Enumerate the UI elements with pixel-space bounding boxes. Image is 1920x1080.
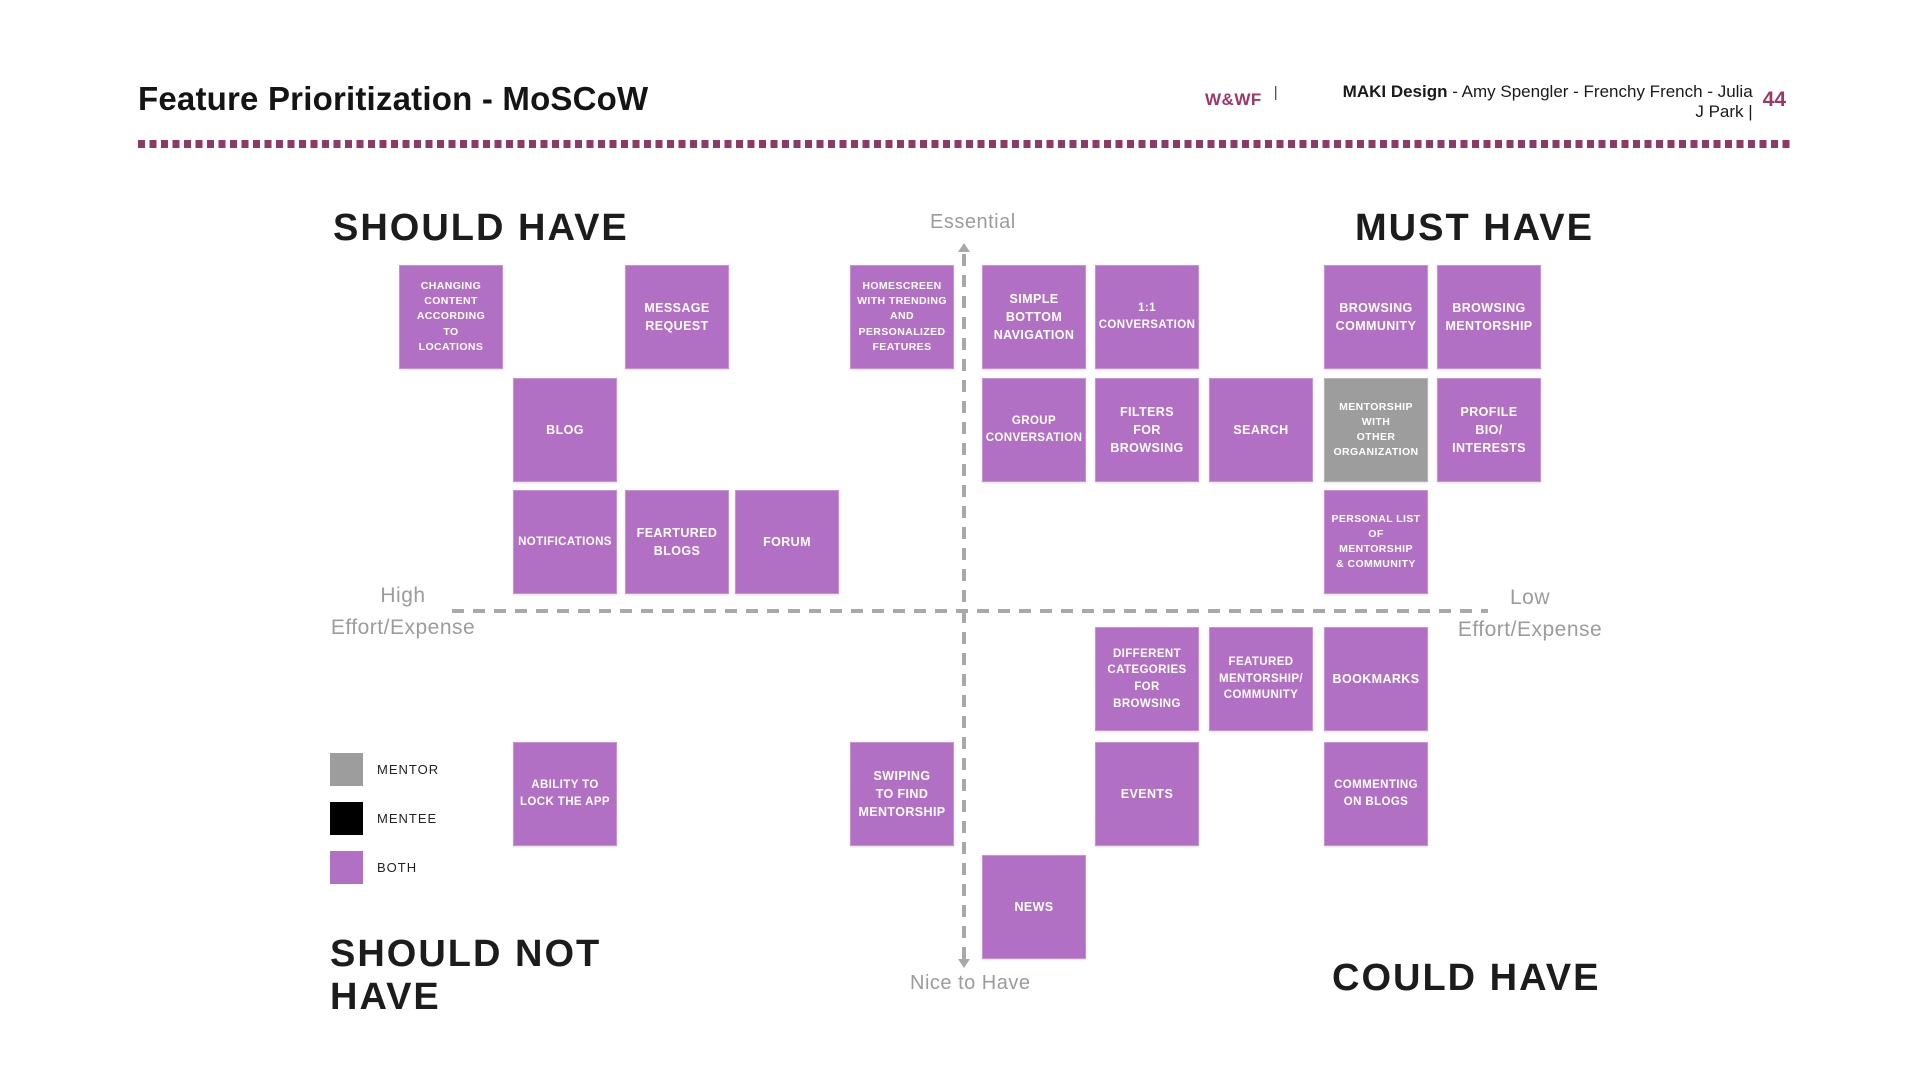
legend-swatch-mentor — [330, 753, 363, 786]
horizontal-dashed-axis — [452, 609, 1488, 613]
feature-message-request: MESSAGE REQUEST — [625, 265, 729, 369]
feature-homescreen-with-trending-and-personalized-features: HOMESCREEN WITH TRENDING AND PERSONALIZE… — [850, 265, 954, 369]
feature-events: EVENTS — [1095, 742, 1199, 846]
feature-swiping-to-find-mentorship: SWIPING TO FIND MENTORSHIP — [850, 742, 954, 846]
feature-browsing-community: BROWSING COMMUNITY — [1324, 265, 1428, 369]
team-members-line2: J Park | — [1695, 102, 1753, 121]
axis-label-essential: Essential — [930, 211, 1016, 233]
axis-arrow-up-icon — [958, 243, 970, 252]
feature-simple-bottom-navigation: SIMPLE BOTTOM NAVIGATION — [982, 265, 1086, 369]
legend-item-both: BOTH — [330, 851, 439, 884]
quadrant-label-must-have: MUST HAVE — [1355, 207, 1594, 249]
dotted-separator — [138, 140, 1790, 148]
vertical-dashed-axis — [962, 254, 966, 960]
legend-item-mentor: MENTOR — [330, 753, 439, 786]
quadrant-label-could-have: COULD HAVE — [1332, 957, 1601, 999]
feature-different-categories-for-browsing: DIFFERENT CATEGORIES FOR BROWSING — [1095, 627, 1199, 731]
feature-changing-content-according-to-locations: CHANGING CONTENT ACCORDING TO LOCATIONS — [399, 265, 503, 369]
feature-featured-mentorship-community: FEATURED MENTORSHIP/ COMMUNITY — [1209, 627, 1313, 731]
axis-label-low-effort: Low Effort/Expense — [1457, 586, 1603, 641]
feature-mentorship-with-other-organization: MENTORSHIP WITH OTHER ORGANIZATION — [1324, 378, 1428, 482]
feature-browsing-mentorship: BROWSING MENTORSHIP — [1437, 265, 1541, 369]
feature-notifications: NOTIFICATIONS — [513, 490, 617, 594]
page-number: 44 — [1762, 88, 1787, 111]
feature-ability-to-lock-the-app: ABILITY TO LOCK THE APP — [513, 742, 617, 846]
legend-swatch-both — [330, 851, 363, 884]
legend-label-mentee: MENTEE — [377, 811, 438, 826]
feature-feartured-blogs: FEARTURED BLOGS — [625, 490, 729, 594]
header-credits: W&WF | MAKI Design - Amy Spengler - Fren… — [1205, 82, 1805, 122]
feature-commenting-on-blogs: COMMENTING ON BLOGS — [1324, 742, 1428, 846]
feature-profile-bio-interests: PROFILE BIO/ INTERESTS — [1437, 378, 1541, 482]
page-title: Feature Prioritization - MoSCoW — [138, 80, 649, 117]
feature-news: NEWS — [982, 855, 1086, 959]
feature-personal-list-of-mentorship-and-community: PERSONAL LIST OF MENTORSHIP & COMMUNITY — [1324, 490, 1428, 594]
feature-search: SEARCH — [1209, 378, 1313, 482]
team-studio: MAKI Design — [1342, 82, 1448, 101]
feature-forum: FORUM — [735, 490, 839, 594]
legend-label-both: BOTH — [377, 860, 418, 875]
feature-filters-for-browsing: FILTERS FOR BROWSING — [1095, 378, 1199, 482]
feature-bookmarks: BOOKMARKS — [1324, 627, 1428, 731]
axis-label-high-effort: High Effort/Expense — [330, 584, 476, 639]
feature-group-conversation: GROUP CONVERSATION — [982, 378, 1086, 482]
team-members: - Amy Spengler - Frenchy French - Julia — [1447, 82, 1753, 101]
quadrant-label-should-not-have: SHOULD NOT HAVE — [330, 933, 602, 1018]
legend-label-mentor: MENTOR — [377, 762, 440, 777]
brand-label: W&WF — [1205, 90, 1262, 109]
legend-item-mentee: MENTEE — [330, 802, 439, 835]
header-divider: | — [1273, 84, 1278, 101]
axis-arrow-down-icon — [958, 959, 970, 968]
axis-label-nice-to-have: Nice to Have — [910, 972, 1031, 994]
team-names: MAKI Design - Amy Spengler - Frenchy Fre… — [1288, 82, 1753, 122]
quadrant-label-should-have: SHOULD HAVE — [333, 207, 629, 249]
feature-one-to-one-conversation: 1:1 CONVERSATION — [1095, 265, 1199, 369]
feature-blog: BLOG — [513, 378, 617, 482]
legend-swatch-mentee — [330, 802, 363, 835]
legend: MENTOR MENTEE BOTH — [330, 753, 439, 900]
